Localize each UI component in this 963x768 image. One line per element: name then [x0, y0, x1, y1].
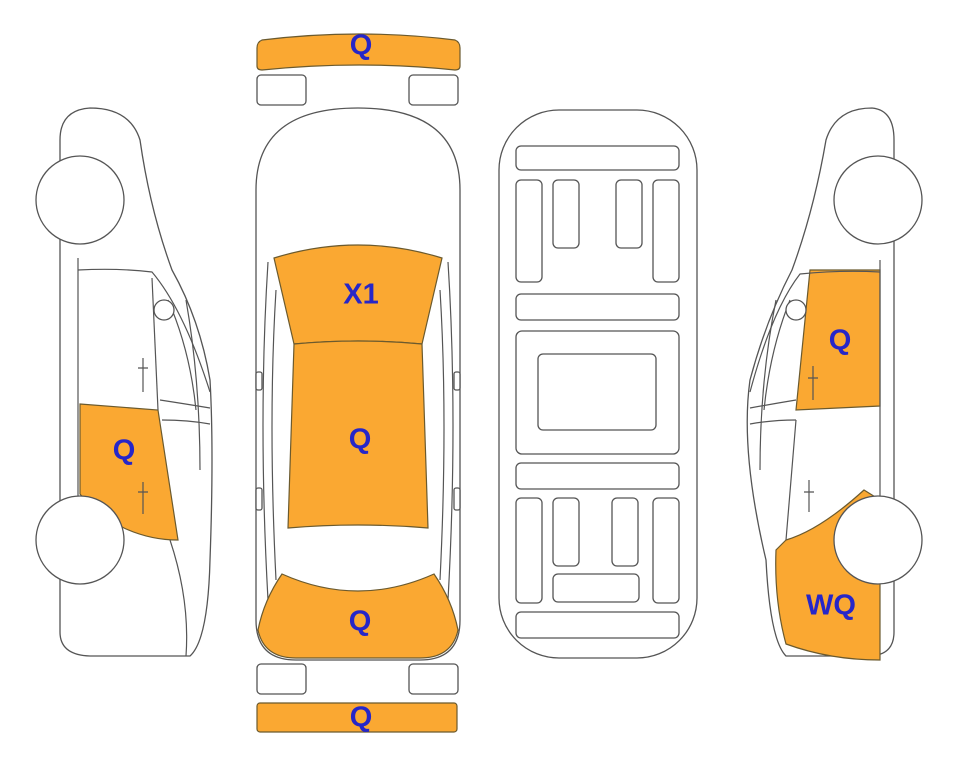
- rear-bumper-panel[interactable]: [256, 702, 458, 733]
- rear-window-label: Q: [349, 606, 372, 638]
- taillight-right: [408, 663, 459, 695]
- roof-label: Q: [349, 424, 372, 456]
- right-rear-wheel: [833, 495, 923, 585]
- taillight-left: [256, 663, 307, 695]
- headlight-right: [408, 74, 459, 106]
- front-bumper-view: [256, 33, 461, 106]
- windshield-label: X1: [343, 279, 378, 311]
- front-bumper-label: Q: [350, 30, 373, 62]
- right-front-wheel: [833, 155, 923, 245]
- headlight-left: [256, 74, 307, 106]
- car-top-view: [255, 107, 461, 733]
- left-rear-wheel: [35, 495, 125, 585]
- car-right-side-view: [746, 107, 923, 661]
- roof-panel[interactable]: [287, 340, 429, 529]
- right-front-door-label: Q: [829, 325, 852, 357]
- car-underbody-view: [498, 109, 698, 659]
- car-left-side-view: [35, 107, 213, 657]
- left-front-wheel: [35, 155, 125, 245]
- rear-bumper-label: Q: [350, 702, 373, 734]
- front-bumper-panel[interactable]: [256, 33, 461, 71]
- left-rear-door-label: Q: [113, 435, 136, 467]
- rear-window-panel[interactable]: [257, 573, 459, 659]
- right-rear-quarter-label: WQ: [806, 590, 856, 622]
